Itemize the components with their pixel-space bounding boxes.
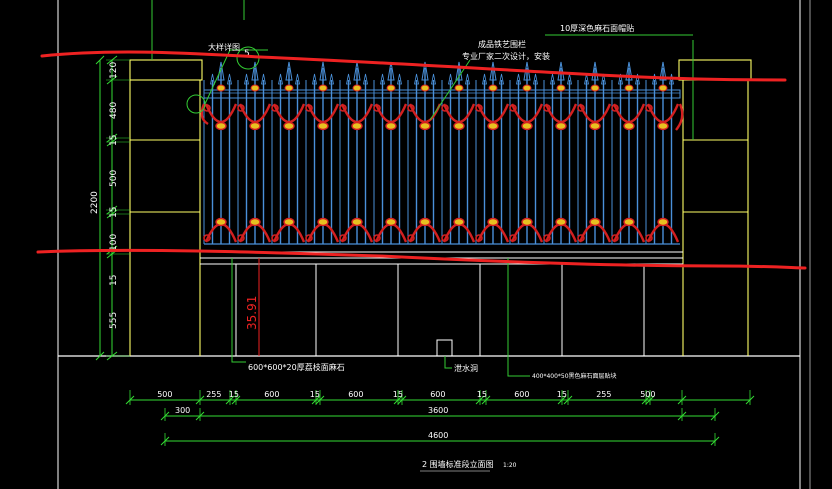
fence-label-1: 成品铁艺围栏 (478, 39, 526, 49)
horizontal-dim-label: 300 (175, 406, 190, 415)
horizontal-dim-label: 255 (596, 390, 611, 399)
spear-tip (591, 61, 599, 81)
fence-bay (441, 61, 476, 244)
vertical-dim-label: 100 (109, 234, 119, 251)
horizontal-dim-label: 255 (206, 390, 221, 399)
fence-bay (611, 61, 646, 244)
vertical-dim-label: 15 (109, 135, 119, 146)
vertical-dim-label: 480 (109, 102, 119, 119)
fence-bay (237, 61, 272, 244)
horizontal-dim-label: 600 (264, 390, 279, 399)
iron-fence (200, 61, 684, 245)
sheet-frame (57, 0, 811, 489)
spear-tip (353, 61, 361, 81)
fence-label-2: 专业厂家二次设计，安装 (462, 51, 550, 61)
finial-ball (318, 84, 328, 92)
vertical-dim-label: 15 (109, 275, 119, 286)
horizontal-dim-label: 15 (310, 390, 320, 399)
vertical-dim-label: 15 (109, 207, 119, 218)
horizontal-dim-label: 500 (157, 390, 172, 399)
grille-label: 400*400*50黑色麻石面层贴块 (532, 372, 617, 380)
finial-ball (590, 84, 600, 92)
finial-ball (454, 84, 464, 92)
spear-tip (557, 61, 565, 81)
finial-ball (284, 84, 294, 92)
base-label: 600*600*20厚荔枝面麻石 (248, 362, 345, 372)
horizontal-dim-label: 15 (557, 390, 567, 399)
fence-bay (543, 61, 578, 244)
fence-bay (373, 61, 408, 244)
spear-tip (489, 61, 497, 81)
spear-tip (387, 61, 395, 81)
finial-ball (624, 84, 634, 92)
vertical-dim-label: 555 (109, 312, 119, 329)
red-dim-value: 35.91 (245, 296, 259, 330)
vertical-total-dim: 2200 (90, 191, 100, 214)
finial-ball (658, 84, 668, 92)
spear-tip (251, 61, 259, 81)
horizontal-dim-label: 15 (393, 390, 403, 399)
finial-ball (522, 84, 532, 92)
vertical-dim-label: 120 (109, 62, 119, 79)
finial-ball (556, 84, 566, 92)
horizontal-dim-label: 500 (640, 390, 655, 399)
fence-bay (509, 61, 544, 244)
detail-marker-number: 5 (244, 49, 250, 59)
total-dim-label: 4600 (428, 431, 448, 440)
vertical-dim-label: 500 (109, 170, 119, 187)
spear-tip (217, 61, 225, 81)
fence-bay (577, 61, 612, 244)
drawing-title-block: 2 围墙标准段立面图 1:20 (420, 459, 517, 472)
finial-ball (488, 84, 498, 92)
finial-ball (420, 84, 430, 92)
spear-tip (285, 61, 293, 81)
fence-bay (305, 61, 340, 244)
cap-label: 10厚深色麻石面帽贴 (560, 23, 634, 33)
drawing-scale: 1:20 (503, 462, 517, 469)
fence-bay (339, 61, 374, 244)
spear-tip (455, 61, 463, 81)
drain-hole (436, 339, 453, 356)
horizontal-dim-label: 600 (430, 390, 445, 399)
horizontal-dim-label: 600 (514, 390, 529, 399)
horizontal-dim-label: 3600 (428, 406, 448, 415)
spear-tip (319, 61, 327, 81)
spear-tip (421, 61, 429, 81)
drawing-title: 2 围墙标准段立面图 (422, 459, 494, 469)
horizontal-dim-label: 600 (348, 390, 363, 399)
red-markup (36, 50, 807, 270)
finial-ball (250, 84, 260, 92)
right-pillar (678, 59, 752, 356)
detail-label: 大样详图 (208, 42, 240, 52)
horizontal-dim-label: 15 (477, 390, 487, 399)
fence-bay (645, 61, 680, 244)
finial-ball (352, 84, 362, 92)
fence-bay (407, 61, 442, 244)
left-pillar (129, 59, 203, 356)
spear-tip (659, 61, 667, 81)
horizontal-dim-label: 15 (229, 390, 239, 399)
fence-bay (271, 61, 306, 244)
spear-tip (625, 61, 633, 81)
fence-bay (475, 61, 510, 244)
vertical-dimensions: 120 480 15 500 15 100 15 555 (95, 55, 130, 361)
finial-ball (386, 84, 396, 92)
drain-label: 泄水洞 (454, 363, 478, 373)
finial-ball (216, 84, 226, 92)
fence-bay (203, 61, 238, 244)
